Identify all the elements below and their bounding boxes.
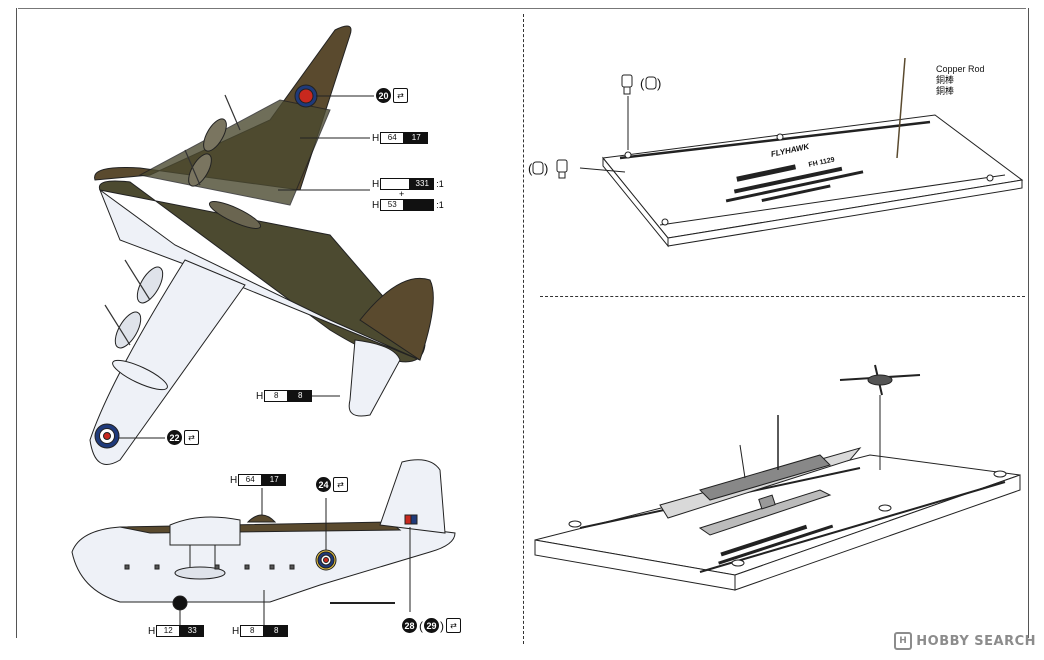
decal-water-icon: ⇄ [393,88,408,103]
svg-text:(: ( [528,161,533,176]
copper-rod-label-block: Copper Rod 銅棒 銅棒 [936,64,985,97]
decal-water-icon: ⇄ [446,618,461,633]
sheet-border-top [18,8,1026,9]
spec-color-a: 12 [156,625,181,637]
spec-color-a: 64 [238,474,263,486]
decal-alt-number: (29) [419,618,444,633]
spec-color-b: 17 [404,132,429,144]
copper-rod-cn-1: 銅棒 [936,75,955,85]
decal-callout-20: 20 ⇄ [376,88,408,103]
spec-color-b: 8 [264,625,289,637]
spec-h-label: H [372,178,380,190]
spec-color-b: 8 [288,390,313,402]
spec-ratio: :1 [436,200,444,210]
svg-text:(: ( [640,76,645,91]
decal-callout-28-29: 28 (29) ⇄ [402,618,461,633]
copper-rod-label: Copper Rod [936,64,985,74]
decal-number: 20 [376,88,391,103]
decal-water-icon: ⇄ [184,430,199,445]
spec-h-label: H [372,132,380,144]
spec-color-a: 331 [410,178,435,190]
spec-h-label: H [372,199,380,211]
spec-wing-upper: H 64 17 [372,132,429,144]
spec-color-a: 64 [380,132,405,144]
copper-rod-cn-2: 銅棒 [936,86,955,96]
aircraft-plan-view [89,25,434,465]
spec-color-b: 33 [180,625,205,637]
spec-hull-bottom-mid: H 8 8 [232,625,289,637]
spec-hull-top: H 64 17 [230,474,287,486]
spec-ratio: :1 [436,179,444,189]
sheet-border-left [16,8,17,638]
decal-number: 28 [402,618,417,633]
spec-color-a: 8 [264,390,289,402]
svg-text:): ) [544,161,548,176]
watermark-text: HOBBY SEARCH [916,633,1036,649]
display-base [602,57,1024,248]
decal-number: 22 [167,430,182,445]
vertical-divider [523,14,524,644]
spec-hull-bottom-left: H 12 33 [148,625,205,637]
spec-empty-cell [404,199,435,211]
spec-h-label: H [148,625,156,637]
horizontal-divider [540,296,1025,297]
spec-color-a: 8 [240,625,265,637]
spec-h-label: H [256,390,264,402]
svg-text:): ) [657,76,661,91]
decal-callout-22: 22 ⇄ [167,430,199,445]
spec-plus: + [399,189,405,199]
decal-number: 24 [316,477,331,492]
aircraft-side-view [71,459,456,611]
sheet-border-right [1028,8,1029,638]
decal-water-icon: ⇄ [333,477,348,492]
diorama-view [534,364,1021,591]
spec-color-b: 17 [262,474,287,486]
spec-tail: H 8 8 [256,390,313,402]
watermark-logo-icon: H [894,632,913,650]
spec-h-label: H [230,474,238,486]
spec-empty-cell [380,178,411,190]
spec-color-a: 53 [380,199,405,211]
spec-h-label: H [232,625,240,637]
spec-wing-lower-1: H 331 :1 [372,178,444,190]
hobby-search-watermark: H HOBBY SEARCH [894,632,1036,650]
decal-callout-24: 24 ⇄ [316,477,348,492]
spec-wing-lower-2: H 53 :1 [372,199,444,211]
decal-number-alt: 29 [424,618,439,633]
